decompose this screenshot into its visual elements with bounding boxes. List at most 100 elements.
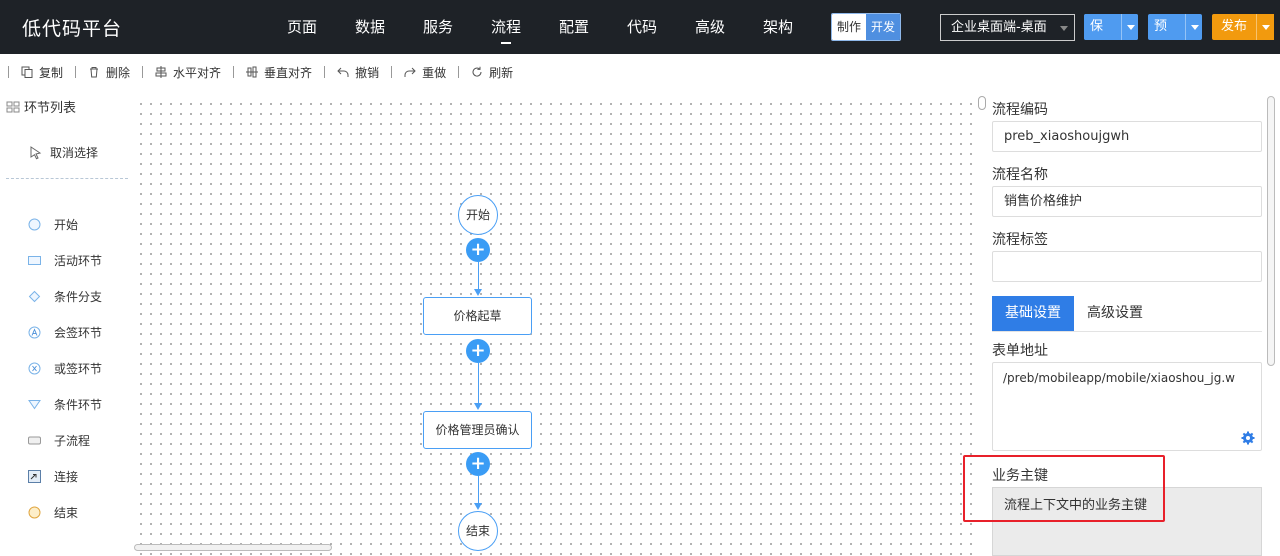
toolbar-separator (391, 66, 393, 78)
form-url-textarea[interactable]: /preb/mobileapp/mobile/xiaoshou_jg.w (992, 362, 1262, 451)
publish-dropdown-button[interactable] (1256, 14, 1275, 40)
node-type-branch[interactable]: 条件分支 (28, 278, 102, 314)
flow-tag-label: 流程标签 (992, 232, 1048, 248)
node-type-label: 条件分支 (54, 289, 103, 304)
copy-label: 复制 (39, 65, 64, 80)
flow-code-label: 流程编码 (992, 102, 1048, 118)
align-horizontal-button[interactable]: 水平对齐 (151, 64, 225, 81)
flow-node-price-draft[interactable]: 价格起草 (423, 297, 532, 335)
panel-vertical-scrollbar[interactable] (1267, 96, 1275, 366)
flow-code-input[interactable]: preb_xiaoshoujgwh (992, 121, 1262, 152)
save-split-button: 保存 (1084, 14, 1138, 40)
form-url-value: /preb/mobileapp/mobile/xiaoshou_jg.w (1003, 371, 1235, 385)
arrow-head-icon (474, 503, 482, 510)
align-vertical-icon (246, 66, 259, 78)
node-type-or-sign[interactable]: 或签环节 (28, 350, 102, 386)
nav-item-config[interactable]: 配置 (558, 18, 589, 36)
tab-basic-settings[interactable]: 基础设置 (992, 296, 1074, 331)
delete-button[interactable]: 删除 (84, 64, 134, 81)
flow-edge (478, 363, 479, 404)
refresh-icon (472, 66, 482, 77)
save-button[interactable]: 保存 (1084, 14, 1121, 40)
mode-dev-button[interactable]: 开发 (866, 14, 901, 40)
publish-button[interactable]: 发布 (1212, 14, 1257, 40)
delete-label: 删除 (106, 65, 131, 80)
preview-dropdown-button[interactable] (1184, 14, 1202, 40)
arrow-head-icon (474, 289, 482, 296)
business-key-label: 业务主键 (992, 468, 1048, 484)
refresh-button[interactable]: 刷新 (467, 64, 517, 81)
node-list-title-text: 环节列表 (24, 101, 77, 116)
form-url-label: 表单地址 (992, 343, 1048, 359)
panel-scroll-handle[interactable] (978, 96, 986, 110)
nav-item-service[interactable]: 服务 (422, 18, 453, 36)
nav-item-page[interactable]: 页面 (286, 18, 317, 36)
node-type-countersign[interactable]: 会签环节 (28, 314, 102, 350)
redo-label: 重做 (422, 65, 447, 80)
node-list-panel: 环节列表 取消选择 开始 活动环节 条件分支 会签环节 或签环节 条件环节 (0, 92, 130, 556)
settings-tabs: 基础设置 高级设置 (992, 296, 1262, 332)
flow-tag-input[interactable] (992, 251, 1262, 282)
flow-node-price-confirm[interactable]: 价格管理员确认 (423, 411, 532, 449)
undo-icon (337, 67, 349, 77)
add-node-button[interactable]: + (466, 339, 490, 363)
node-type-condition[interactable]: 条件环节 (28, 386, 102, 422)
node-type-connector[interactable]: 连接 (28, 458, 102, 494)
connector-icon (28, 469, 41, 483)
chevron-down-icon (1060, 26, 1068, 31)
flow-node-end[interactable]: 结束 (458, 511, 498, 551)
arrow-head-icon (474, 403, 482, 410)
toolbar-separator (142, 66, 144, 78)
node-type-end[interactable]: 结束 (28, 494, 102, 530)
rectangle-icon (28, 255, 41, 265)
target-select-value: 企业桌面端-桌面 (951, 20, 1047, 35)
nav-item-code[interactable]: 代码 (626, 18, 657, 36)
nav-item-architecture[interactable]: 架构 (762, 18, 793, 36)
nav-item-advanced[interactable]: 高级 (694, 18, 725, 36)
pointer-icon (30, 145, 42, 159)
mode-make-button[interactable]: 制作 (832, 14, 867, 40)
triangle-icon (28, 399, 41, 409)
node-type-subflow[interactable]: 子流程 (28, 422, 102, 458)
align-horizontal-label: 水平对齐 (173, 65, 222, 80)
flow-node-start[interactable]: 开始 (458, 195, 498, 235)
app-title: 低代码平台 (22, 18, 123, 40)
align-vertical-button[interactable]: 垂直对齐 (242, 64, 316, 81)
canvas-horizontal-scrollbar[interactable] (134, 544, 332, 551)
add-node-button[interactable]: + (466, 452, 490, 476)
tab-advanced-settings[interactable]: 高级设置 (1087, 305, 1143, 321)
cancel-selection-button[interactable]: 取消选择 (30, 144, 98, 161)
preview-split-button: 预览 (1148, 14, 1202, 40)
or-sign-icon (28, 362, 41, 374)
grid-icon (6, 101, 20, 112)
flow-canvas[interactable] (133, 96, 975, 556)
undo-button[interactable]: 撤销 (333, 64, 383, 81)
mode-toggle: 制作 开发 (831, 13, 902, 41)
nav-item-data[interactable]: 数据 (354, 18, 385, 36)
nav-item-flow[interactable]: 流程 (472, 0, 540, 54)
flow-name-input[interactable]: 销售价格维护 (992, 186, 1262, 217)
redo-button[interactable]: 重做 (400, 64, 450, 81)
toolbar-separator (458, 66, 460, 78)
copy-button[interactable]: 复制 (17, 64, 67, 81)
highlight-box (963, 455, 1165, 522)
gear-icon[interactable] (1241, 431, 1255, 445)
main-nav: 页面 数据 服务 流程 配置 代码 高级 架构 (268, 0, 812, 54)
preview-button[interactable]: 预览 (1148, 14, 1185, 40)
publish-split-button: 发布 (1212, 14, 1276, 40)
toolbar: 复制 删除 水平对齐 垂直对齐 撤销 重做 刷新 (0, 58, 517, 86)
circle-icon (28, 218, 41, 230)
panel-divider (6, 178, 128, 179)
node-type-activity[interactable]: 活动环节 (28, 242, 102, 278)
refresh-label: 刷新 (489, 65, 514, 80)
diamond-icon (28, 290, 41, 302)
align-vertical-label: 垂直对齐 (264, 65, 313, 80)
and-sign-icon (28, 326, 41, 338)
node-type-start[interactable]: 开始 (28, 206, 102, 242)
save-dropdown-button[interactable] (1120, 14, 1138, 40)
add-node-button[interactable]: + (466, 238, 490, 262)
undo-label: 撤销 (355, 65, 380, 80)
align-horizontal-icon (155, 66, 167, 78)
target-select[interactable]: 企业桌面端-桌面 (940, 14, 1075, 41)
copy-icon (21, 66, 33, 78)
